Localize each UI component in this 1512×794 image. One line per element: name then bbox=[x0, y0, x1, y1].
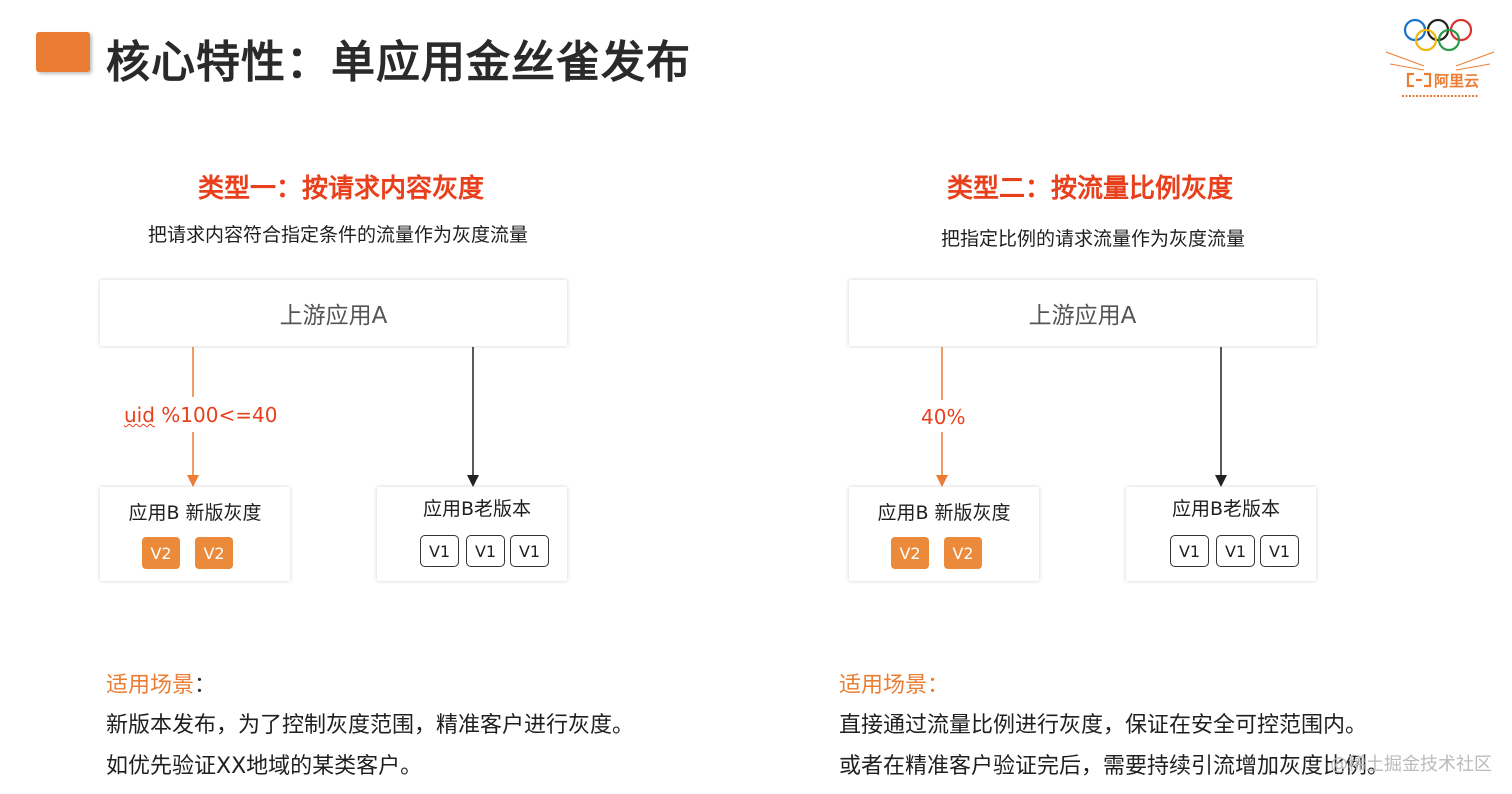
olympic-aliyun-logo: 阿里云 bbox=[1385, 18, 1495, 97]
left-old-app-box: 应用B老版本 V1 V1 V1 bbox=[377, 487, 567, 581]
left-scene-title: 适用场景 bbox=[106, 673, 195, 698]
right-scene-line-1: 直接通过流量比例进行灰度，保证在安全可控范围内。 bbox=[839, 713, 1368, 738]
left-upstream-box: 上游应用A bbox=[100, 280, 567, 346]
left-v2-chip-1: V2 bbox=[142, 537, 180, 569]
right-scene-title: 适用场景： bbox=[839, 673, 950, 698]
right-scene-line-2: 或者在精准客户验证完后，需要持续引流增加灰度比例。 bbox=[839, 754, 1390, 779]
right-upstream-box: 上游应用A bbox=[849, 280, 1316, 346]
left-section-desc: 把请求内容符合指定条件的流量作为灰度流量 bbox=[148, 224, 529, 246]
left-upstream-label: 上游应用A bbox=[279, 303, 388, 329]
right-v1-chip-3: V1 bbox=[1260, 535, 1299, 567]
left-section-title: 类型一：按请求内容灰度 bbox=[198, 174, 485, 204]
right-rule-label: 40% bbox=[921, 405, 966, 429]
left-v1-chip-3: V1 bbox=[510, 535, 549, 567]
left-new-app-label: 应用B 新版灰度 bbox=[128, 502, 262, 524]
left-scene-line-2: 如优先验证XX地域的某类客户。 bbox=[106, 754, 423, 779]
right-new-app-label: 应用B 新版灰度 bbox=[877, 502, 1011, 524]
right-section-desc: 把指定比例的请求流量作为灰度流量 bbox=[941, 228, 1246, 250]
left-scene-colon: ： bbox=[194, 673, 217, 698]
left-rule-prefix: uid bbox=[124, 403, 155, 427]
right-old-app-label: 应用B老版本 bbox=[1171, 498, 1281, 520]
left-v1-chip-2: V1 bbox=[466, 535, 505, 567]
right-v2-chip-2: V2 bbox=[944, 537, 982, 569]
right-v1-chip-1: V1 bbox=[1170, 535, 1209, 567]
title-marker bbox=[36, 32, 90, 72]
page-title: 核心特性：单应用金丝雀发布 bbox=[106, 37, 691, 88]
left-old-app-label: 应用B老版本 bbox=[422, 498, 532, 520]
left-rule-suffix: %100<=40 bbox=[154, 403, 278, 427]
right-new-app-box: 应用B 新版灰度 V2 V2 bbox=[849, 487, 1039, 581]
right-upstream-label: 上游应用A bbox=[1028, 303, 1137, 329]
watermark: @稀土掘金技术社区 bbox=[1330, 754, 1492, 775]
left-v2-chip-2: V2 bbox=[195, 537, 233, 569]
right-v2-chip-1: V2 bbox=[891, 537, 929, 569]
left-scene-heading: 适用场景： bbox=[106, 667, 216, 699]
left-scene-line-1: 新版本发布，为了控制灰度范围，精准客户进行灰度。 bbox=[106, 713, 635, 738]
left-new-app-box: 应用B 新版灰度 V2 V2 bbox=[100, 487, 290, 581]
left-rule-label: uid %100<=40 bbox=[124, 403, 277, 427]
right-section-title: 类型二：按流量比例灰度 bbox=[947, 174, 1234, 204]
right-v1-chip-2: V1 bbox=[1216, 535, 1255, 567]
right-old-app-box: 应用B老版本 V1 V1 V1 bbox=[1126, 487, 1316, 581]
logo-brand: 阿里云 bbox=[1434, 72, 1479, 90]
left-v1-chip-1: V1 bbox=[420, 535, 459, 567]
